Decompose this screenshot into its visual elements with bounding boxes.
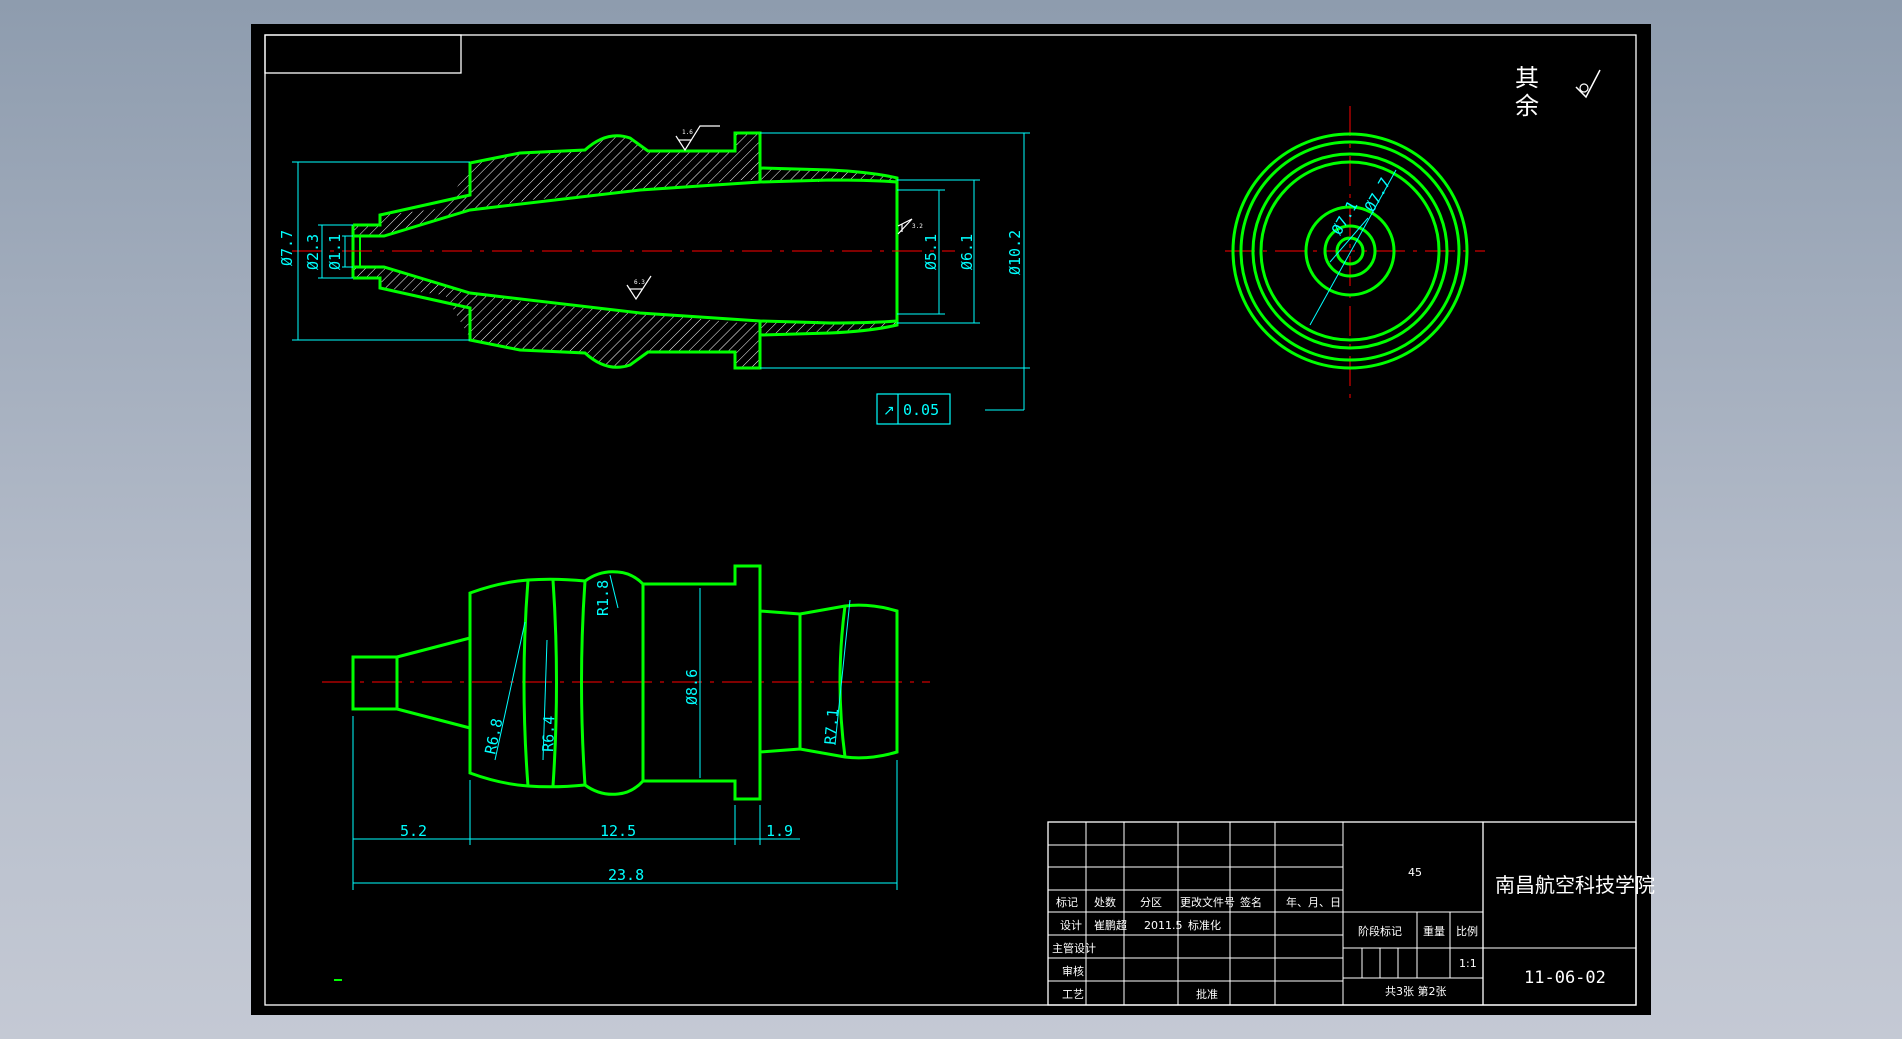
tb-stage-label: 阶段标记	[1358, 924, 1402, 938]
title-block	[1047, 821, 1637, 1006]
section-hatch-upper	[353, 133, 897, 236]
dim-d-bore2: Ø6.1	[958, 234, 976, 270]
tb-material: 45	[1408, 866, 1422, 879]
tb-scale-label: 比例	[1456, 924, 1478, 938]
drawing-sheet	[251, 24, 1651, 1015]
dim-d-max: Ø10.2	[1006, 230, 1024, 275]
dim-len1: 5.2	[400, 822, 427, 840]
svg-text:3.2: 3.2	[912, 223, 923, 230]
code-box	[264, 34, 462, 74]
tb-header-2: 处数	[1094, 896, 1116, 909]
roughness-symbol-top	[675, 125, 720, 152]
dim-d-hole: Ø1.1	[326, 234, 344, 270]
section-bore-lower	[353, 265, 761, 323]
svg-text:6.3: 6.3	[634, 279, 645, 286]
roughness-check-icon	[1575, 69, 1601, 99]
section-bore-upper	[353, 180, 761, 238]
svg-text:0.05: 0.05	[903, 401, 939, 419]
dim-total: 23.8	[608, 866, 644, 884]
svg-text:余: 余	[1515, 92, 1539, 120]
svg-text:1.6: 1.6	[682, 129, 693, 136]
tb-standardize: 标准化	[1188, 918, 1221, 932]
runout-tolerance-frame: ↗ 0.05	[876, 393, 951, 425]
profile-view: 5.2 12.5 1.9 23.8 R6.8 R6.4 R1.8 Ø8.6 R7…	[322, 564, 930, 890]
tb-review: 审核	[1062, 964, 1084, 978]
tb-design-date: 2011.5	[1144, 919, 1183, 932]
dim-r3: R1.8	[594, 580, 612, 616]
tb-scale: 1:1	[1459, 957, 1477, 970]
dim-d-main: Ø8.6	[683, 669, 701, 705]
tb-designer: 崔鹏超	[1094, 918, 1127, 932]
roughness-note: 其 余	[1515, 64, 1601, 120]
tb-main-design: 主管设计	[1052, 941, 1096, 955]
roughness-symbol-bottom	[626, 275, 652, 301]
svg-text:其: 其	[1515, 64, 1539, 92]
tb-process: 工艺	[1062, 988, 1084, 1001]
tb-design-label: 设计	[1060, 919, 1082, 932]
tb-approve: 批准	[1196, 987, 1218, 1001]
dim-len3: 1.9	[766, 822, 793, 840]
tb-school: 南昌航空科技学院	[1495, 873, 1655, 897]
tb-header-6: 年、月、日	[1286, 895, 1341, 909]
dim-d-outer: Ø7.7	[278, 230, 296, 266]
tb-header-1: 标记	[1056, 895, 1078, 909]
drawing-frame	[264, 34, 1637, 1006]
dim-d-bore: Ø5.1	[922, 234, 940, 270]
tb-sheets: 共3张 第2张	[1385, 984, 1447, 998]
runout-icon: ↗	[883, 403, 895, 419]
tb-weight-label: 重量	[1423, 924, 1445, 938]
section-view: Ø7.7 Ø2.3 Ø1.1 Ø5.1 Ø6.1 Ø10.2 1.6 6.3 3…	[278, 125, 1030, 425]
roughness-symbol-bore	[897, 218, 913, 235]
dim-r4: R7.1	[821, 708, 842, 746]
dim-len2: 12.5	[600, 822, 636, 840]
dim-r2: R6.4	[539, 715, 558, 752]
tb-header-5: 签名	[1240, 895, 1262, 909]
tb-header-4: 更改文件号	[1180, 895, 1235, 909]
dim-d-mid: Ø2.3	[304, 234, 322, 270]
tb-header-3: 分区	[1140, 896, 1162, 909]
tb-drawing-no: 11-06-02	[1524, 968, 1606, 988]
